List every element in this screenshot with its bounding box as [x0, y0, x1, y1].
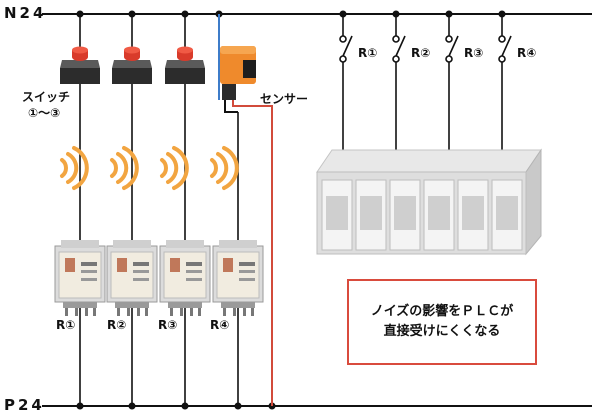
rung-wires: [79, 14, 239, 406]
noise-note-line1: ノイズの影響をＰＬＣが: [370, 304, 514, 319]
switch-range-label: ①〜③: [28, 106, 61, 120]
relay-4: [212, 240, 264, 316]
noise-wave-icons: [60, 146, 239, 190]
noise-note-line2: 直接受けにくくなる: [383, 324, 501, 339]
relay-1: [54, 240, 106, 316]
contact-label-1: R①: [358, 46, 378, 60]
contact-label-2: R②: [411, 46, 431, 60]
pushbutton-switch-3: [165, 46, 205, 84]
pushbutton-switch-1: [60, 46, 100, 84]
p24-label: P24: [4, 396, 45, 414]
relay-label-3: R③: [158, 318, 178, 332]
pushbutton-switch-2: [112, 46, 152, 84]
relay-3: [159, 240, 211, 316]
plc-unit: [316, 148, 542, 256]
relay-contacts: [339, 14, 512, 150]
relay-label-2: R②: [107, 318, 127, 332]
contact-label-3: R③: [464, 46, 484, 60]
sensor-black-wire: [224, 100, 238, 113]
sensor-label: センサー: [260, 92, 309, 106]
relay-label-1: R①: [56, 318, 76, 332]
relay-label-4: R④: [210, 318, 230, 332]
relay-2: [106, 240, 158, 316]
contact-label-4: R④: [517, 46, 537, 60]
sensor-red-wire: [232, 100, 273, 406]
switch-label: スイッチ: [22, 90, 71, 104]
n24-label: N24: [4, 4, 47, 22]
photo-sensor: [220, 46, 256, 100]
noise-note-box: ノイズの影響をＰＬＣが 直接受けにくくなる: [347, 279, 537, 365]
